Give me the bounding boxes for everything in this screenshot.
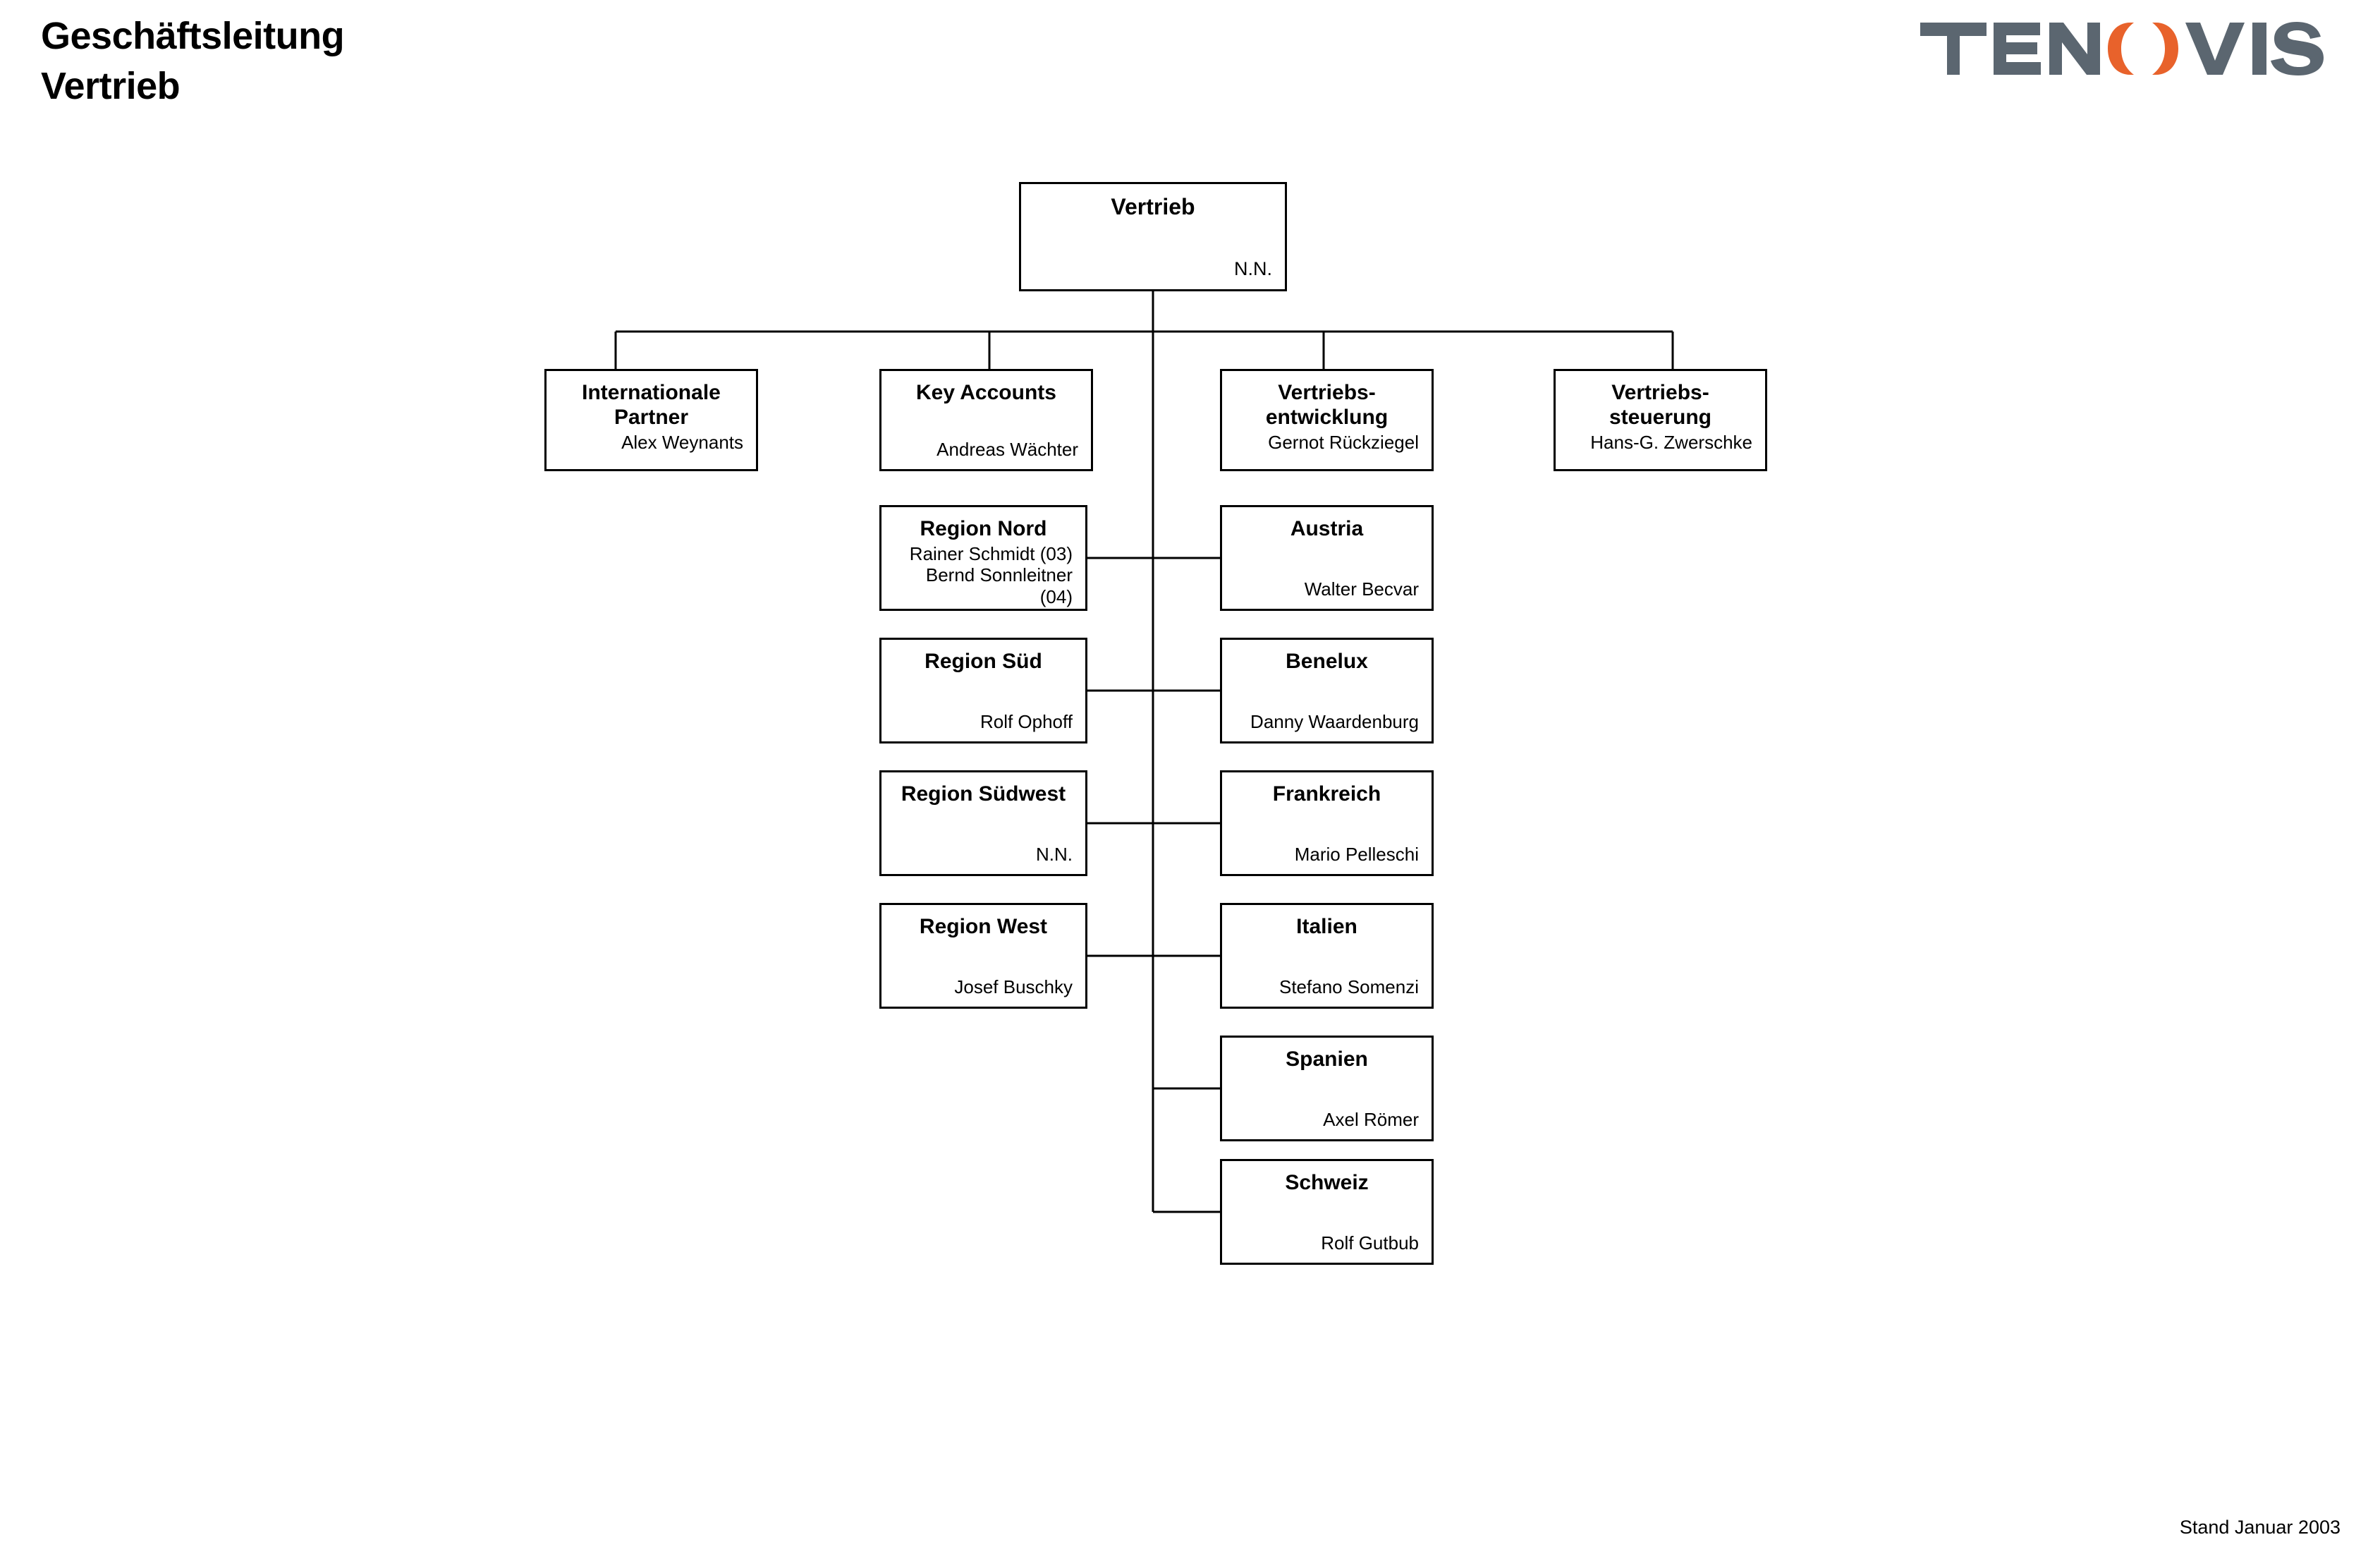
node-name: Bernd Sonnleitner (04): [925, 564, 1073, 608]
node-title: Internationale Partner: [582, 381, 721, 429]
node-region-sued[interactable]: Region Süd Rolf Ophoff: [879, 638, 1087, 743]
node-names: Andreas Wächter: [894, 439, 1078, 461]
node-vertriebsentwicklung[interactable]: Vertriebs- entwicklung Gernot Rückziegel: [1220, 369, 1434, 471]
node-name: Andreas Wächter: [936, 439, 1078, 461]
node-names: Rainer Schmidt (03) Bernd Sonnleitner (0…: [894, 543, 1073, 608]
node-names: Josef Buschky: [894, 976, 1073, 998]
node-names: Rolf Ophoff: [894, 711, 1073, 733]
node-title: Region West: [919, 915, 1048, 938]
node-name: Stefano Somenzi: [1279, 976, 1419, 998]
node-names: Walter Becvar: [1235, 578, 1419, 600]
node-title: Region Südwest: [901, 782, 1066, 806]
node-name: Rainer Schmidt (03): [909, 542, 1073, 564]
node-title: Vertrieb: [1111, 194, 1195, 219]
node-title: Frankreich: [1272, 782, 1381, 806]
status-note: Stand Januar 2003: [2179, 1517, 2341, 1538]
node-region-suedwest[interactable]: Region Südwest N.N.: [879, 770, 1087, 876]
node-title: Austria: [1290, 517, 1364, 540]
node-title: Benelux: [1286, 650, 1368, 673]
node-spanien[interactable]: Spanien Axel Römer: [1220, 1036, 1434, 1141]
node-vertrieb[interactable]: Vertrieb N.N.: [1019, 182, 1287, 291]
node-title: Region Nord: [920, 517, 1047, 540]
node-name: Josef Buschky: [954, 976, 1073, 998]
node-names: Gernot Rückziegel: [1235, 432, 1419, 454]
page-title: Geschäftsleitung Vertrieb: [41, 15, 345, 108]
node-names: Danny Waardenburg: [1235, 711, 1419, 733]
tenovis-logo: [1919, 21, 2342, 76]
node-names: Axel Römer: [1235, 1109, 1419, 1131]
node-frankreich[interactable]: Frankreich Mario Pelleschi: [1220, 770, 1434, 876]
node-name: N.N.: [1036, 844, 1073, 866]
node-names: Stefano Somenzi: [1235, 976, 1419, 998]
node-names: N.N.: [1034, 258, 1272, 281]
node-name: N.N.: [1234, 258, 1272, 280]
node-key-accounts[interactable]: Key Accounts Andreas Wächter: [879, 369, 1093, 471]
node-schweiz[interactable]: Schweiz Rolf Gutbub: [1220, 1159, 1434, 1265]
node-name: Gernot Rückziegel: [1268, 431, 1419, 453]
tenovis-logo-mark: [1920, 22, 2324, 75]
node-region-west[interactable]: Region West Josef Buschky: [879, 903, 1087, 1009]
node-italien[interactable]: Italien Stefano Somenzi: [1220, 903, 1434, 1009]
node-name: Axel Römer: [1323, 1109, 1419, 1131]
node-names: Alex Weynants: [559, 432, 743, 454]
node-title: Spanien: [1286, 1048, 1368, 1071]
node-name: Hans-G. Zwerschke: [1590, 431, 1752, 453]
node-name: Alex Weynants: [621, 431, 743, 453]
node-names: N.N.: [894, 844, 1073, 866]
node-names: Hans-G. Zwerschke: [1568, 432, 1752, 454]
node-name: Walter Becvar: [1304, 578, 1419, 600]
node-title: Key Accounts: [916, 381, 1056, 404]
node-name: Danny Waardenburg: [1250, 711, 1419, 733]
node-title: Schweiz: [1285, 1171, 1369, 1194]
node-name: Rolf Ophoff: [980, 711, 1073, 733]
node-names: Mario Pelleschi: [1235, 844, 1419, 866]
node-title: Region Süd: [924, 650, 1042, 673]
node-title: Vertriebs- steuerung: [1609, 381, 1712, 429]
node-internationale-partner[interactable]: Internationale Partner Alex Weynants: [544, 369, 758, 471]
node-title: Italien: [1296, 915, 1357, 938]
node-benelux[interactable]: Benelux Danny Waardenburg: [1220, 638, 1434, 743]
node-name: Rolf Gutbub: [1321, 1232, 1419, 1254]
node-region-nord[interactable]: Region Nord Rainer Schmidt (03) Bernd So…: [879, 505, 1087, 611]
node-name: Mario Pelleschi: [1294, 844, 1419, 866]
node-title: Vertriebs- entwicklung: [1265, 381, 1389, 429]
node-names: Rolf Gutbub: [1235, 1232, 1419, 1254]
node-vertriebssteuerung[interactable]: Vertriebs- steuerung Hans-G. Zwerschke: [1554, 369, 1767, 471]
node-austria[interactable]: Austria Walter Becvar: [1220, 505, 1434, 611]
